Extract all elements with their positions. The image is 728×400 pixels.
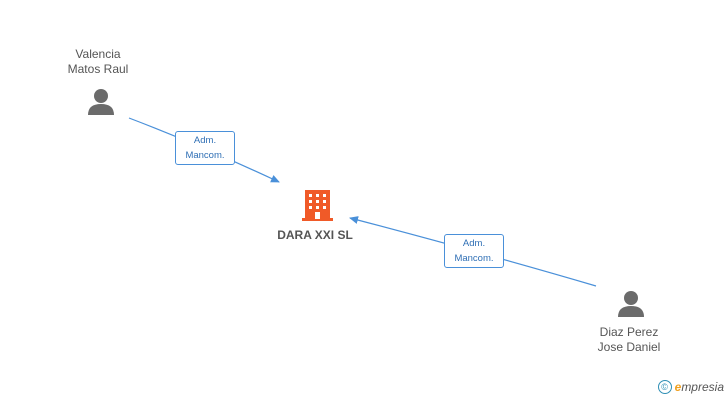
company-building-icon[interactable]	[302, 190, 333, 221]
edge-top-role-line1: Adm.	[193, 135, 217, 146]
person-icon-top[interactable]	[88, 89, 114, 115]
edge-bottom-role-line1: Adm.	[462, 238, 486, 249]
person-top-first-line: Valencia	[75, 47, 121, 61]
person-label-top[interactable]: Valencia Matos Raul	[38, 47, 158, 77]
edge-bottom-role-line2: Mancom.	[454, 253, 494, 264]
edge-label-bottom: Adm. Mancom.	[444, 234, 504, 268]
person-label-bottom[interactable]: Diaz Perez Jose Daniel	[569, 325, 689, 355]
company-label[interactable]: DARA XXI SL	[277, 228, 353, 242]
person-top-second-line: Matos Raul	[67, 62, 129, 76]
copyright-icon: ©	[657, 380, 672, 394]
brand-initial: e	[674, 380, 682, 394]
footer-brand: © empresia	[657, 380, 724, 394]
brand-logo: empresia	[675, 380, 724, 394]
brand-rest: mpresia	[681, 380, 724, 394]
person-bottom-second-line: Jose Daniel	[597, 340, 661, 354]
person-bottom-first-line: Diaz Perez	[599, 325, 659, 339]
edge-label-top: Adm. Mancom.	[175, 131, 235, 165]
edge-top-role-line2: Mancom.	[185, 150, 225, 161]
person-icon-bottom[interactable]	[618, 291, 644, 317]
